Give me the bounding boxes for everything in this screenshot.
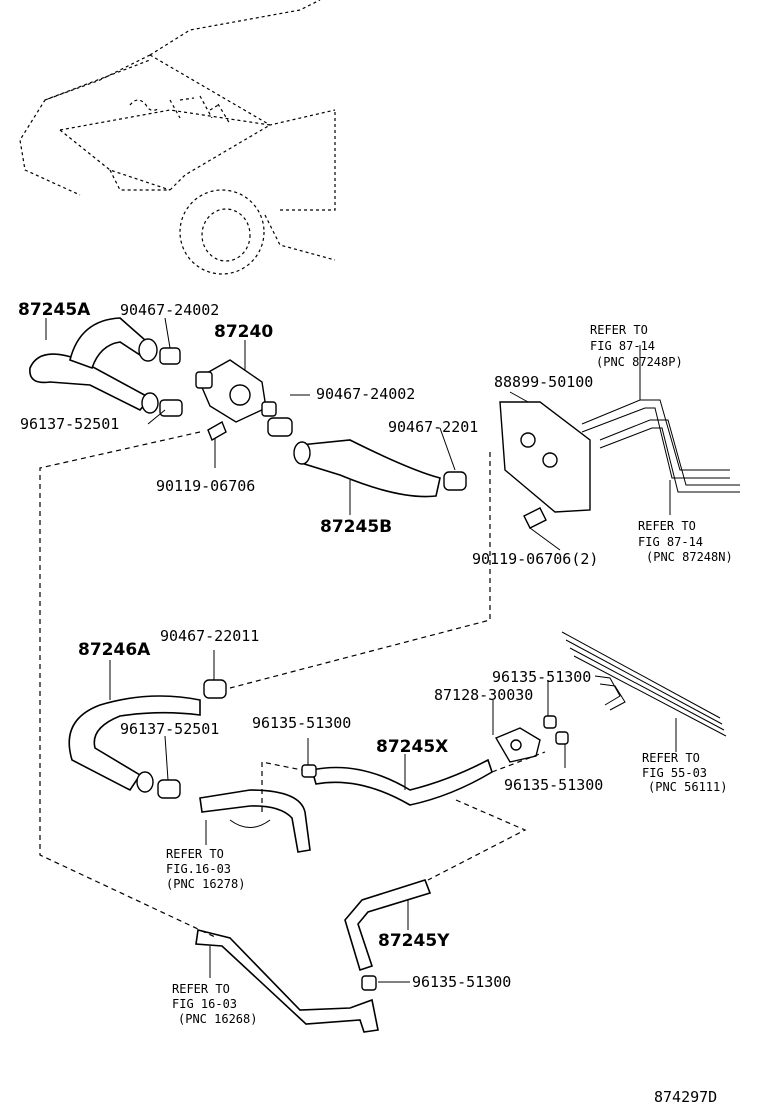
figure-id: 874297D — [654, 1088, 717, 1106]
label-87128-30030: 87128-30030 — [434, 686, 533, 704]
refer-16278-line2: FIG.16-03 — [166, 862, 231, 876]
pipe-16278 — [199, 789, 311, 853]
hose-87245b — [293, 439, 441, 498]
refer-87248n-line2: FIG 87-14 — [638, 535, 703, 549]
refer-16278-line3: (PNC 16278) — [166, 877, 245, 891]
label-87245y: 87245Y — [378, 931, 450, 951]
label-90467-24002-b: 90467-24002 — [316, 385, 415, 403]
hose-87245x — [310, 758, 493, 806]
hose-87245y — [344, 879, 432, 972]
refer-56111-line1: REFER TO — [642, 751, 700, 765]
label-96135-51300-b: 96135-51300 — [252, 714, 351, 732]
label-96137-52501-b: 96137-52501 — [120, 720, 219, 738]
pipes-55-03 — [561, 631, 727, 737]
bolt-90119-06706-2 — [523, 507, 547, 529]
label-90119-06706-a: 90119-06706 — [156, 477, 255, 495]
refer-87248p-line2: FIG 87-14 — [590, 339, 655, 353]
refer-16268-line3: (PNC 16268) — [178, 1012, 257, 1026]
clamp-90467-24002-b — [267, 417, 293, 437]
refer-87248p-line1: REFER TO — [590, 323, 648, 337]
label-87245x: 87245X — [376, 737, 448, 757]
heater-core-88899-50100 — [499, 401, 591, 513]
refer-16268-line1: REFER TO — [172, 982, 230, 996]
label-87240: 87240 — [214, 322, 273, 342]
refer-56111-line3: (PNC 56111) — [648, 780, 727, 794]
label-96135-51300-a: 96135-51300 — [492, 668, 591, 686]
valve-87240 — [195, 359, 277, 423]
refer-16268-line2: FIG 16-03 — [172, 997, 237, 1011]
label-87245a: 87245A — [18, 300, 91, 320]
refer-87248n-line3: (PNC 87248N) — [646, 550, 733, 564]
refer-87248p-line3: (PNC 87248P) — [596, 355, 683, 369]
dashed-connectors — [39, 431, 546, 938]
valve-87128-30030 — [494, 727, 541, 763]
label-96137-52501-a: 96137-52501 — [20, 415, 119, 433]
clip-96135-51300-a — [301, 764, 317, 778]
heater-pipes — [581, 399, 740, 493]
leader-lines — [45, 317, 677, 983]
vehicle-outline — [19, 0, 336, 275]
label-87246a: 87246A — [78, 640, 151, 660]
clamp-96137-52501-a — [159, 399, 183, 417]
label-90467-2201: 90467-2201 — [388, 418, 478, 436]
label-90467-22011: 90467-22011 — [160, 627, 259, 645]
label-88899-50100: 88899-50100 — [494, 373, 593, 391]
refer-87248n-line1: REFER TO — [638, 519, 696, 533]
clamp-90467-22011 — [203, 679, 227, 699]
refer-56111-line2: FIG 55-03 — [642, 766, 707, 780]
clamp-96137-52501-b — [157, 779, 181, 799]
label-96135-51300-c: 96135-51300 — [504, 776, 603, 794]
label-90467-24002-a: 90467-24002 — [120, 301, 219, 319]
hose-87245a — [29, 317, 159, 414]
clamp-90467-2201 — [443, 471, 467, 491]
label-96135-51300-d: 96135-51300 — [412, 973, 511, 991]
pipe-16268 — [195, 929, 379, 1033]
hose-87246a — [68, 695, 201, 793]
refer-16278-line1: REFER TO — [166, 847, 224, 861]
clip-96135-51300-c — [555, 731, 569, 745]
clamp-90467-24002-a — [159, 347, 181, 365]
clip-96135-51300-d — [361, 975, 377, 991]
clip-96135-51300-b — [543, 715, 557, 729]
label-90119-06706-2: 90119-06706(2) — [472, 550, 598, 568]
labels: 87245A 90467-24002 87240 90467-24002 961… — [18, 300, 733, 1106]
bolt-90119-06706 — [207, 420, 227, 442]
label-87245b: 87245B — [320, 517, 392, 537]
